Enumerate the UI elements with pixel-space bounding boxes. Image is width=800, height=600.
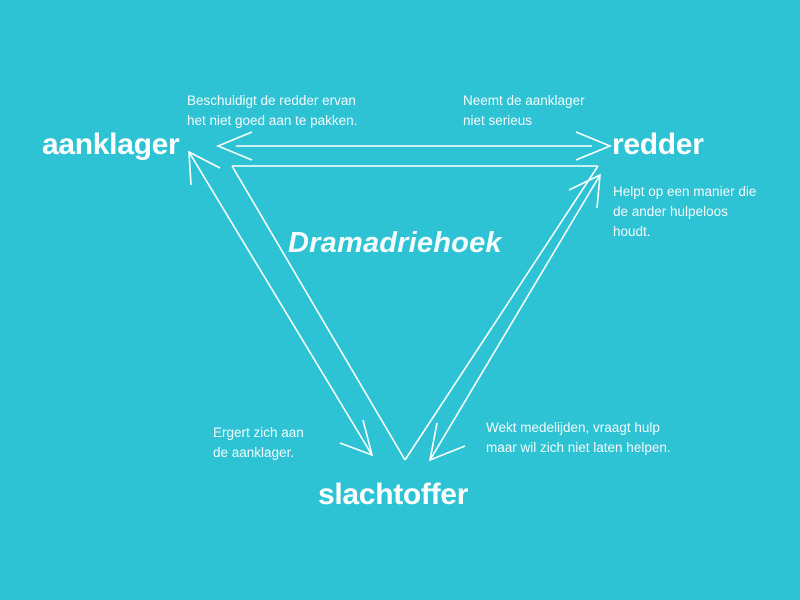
role-label-redder: redder bbox=[612, 128, 704, 161]
accuser-victim-arrowhead bbox=[339, 419, 374, 457]
annotation-victim-to-accuser: Ergert zich aan de aanklager. bbox=[213, 423, 304, 463]
annotation-line: Neemt de aanklager bbox=[463, 93, 585, 108]
annotation-line: Ergert zich aan bbox=[213, 425, 304, 440]
victim-rescuer-shaft bbox=[429, 174, 601, 461]
victim-accuser-shaft bbox=[188, 151, 373, 456]
victim-rescuer-arrowhead bbox=[568, 173, 601, 209]
annotation-line: het niet goed aan te pakken. bbox=[187, 113, 358, 128]
annotation-line: Beschuldigt de redder ervan bbox=[187, 93, 356, 108]
role-label-slachtoffer: slachtoffer bbox=[318, 478, 469, 511]
arrow-rescuer-to-victim-head bbox=[428, 422, 466, 462]
triangle-right-edge bbox=[404, 165, 599, 461]
rescuer-victim-arrowhead bbox=[428, 422, 466, 462]
victim-accuser-arrowhead bbox=[188, 150, 221, 186]
annotation-line: de ander hulpeloos bbox=[613, 204, 728, 219]
annotation-accuser-to-rescuer: Beschuldigt de redder ervan het niet goe… bbox=[187, 91, 357, 131]
diagram-title: Dramadriehoek bbox=[288, 227, 502, 259]
annotation-rescuer-to-accuser: Neemt de aanklager niet serieus bbox=[463, 91, 585, 131]
annotation-victim-to-rescuer: Wekt medelijden, vraagt hulp maar wil zi… bbox=[486, 418, 671, 458]
annotation-line: Helpt op een manier die bbox=[613, 184, 757, 199]
triangle-outline bbox=[231, 165, 599, 461]
triangle-left-edge bbox=[231, 165, 406, 461]
annotation-rescuer-to-victim: Helpt op een manier die de ander hulpelo… bbox=[613, 182, 756, 242]
arrow-accuser-to-victim-head bbox=[339, 419, 374, 457]
annotation-line: houdt. bbox=[613, 224, 651, 239]
double-arrow-right-head bbox=[575, 131, 613, 161]
annotation-line: niet serieus bbox=[463, 113, 533, 128]
annotation-line: de aanklager. bbox=[213, 445, 295, 460]
double-arrow-left-head bbox=[215, 131, 253, 161]
annotation-line: maar wil zich niet laten helpen. bbox=[486, 440, 671, 455]
arrow-victim-to-rescuer bbox=[429, 173, 601, 461]
annotation-line: Wekt medelijden, vraagt hulp bbox=[486, 420, 660, 435]
arrow-victim-to-accuser bbox=[188, 150, 373, 456]
role-label-aanklager: aanklager bbox=[42, 128, 180, 161]
arrow-accuser-rescuer-double bbox=[215, 131, 613, 161]
